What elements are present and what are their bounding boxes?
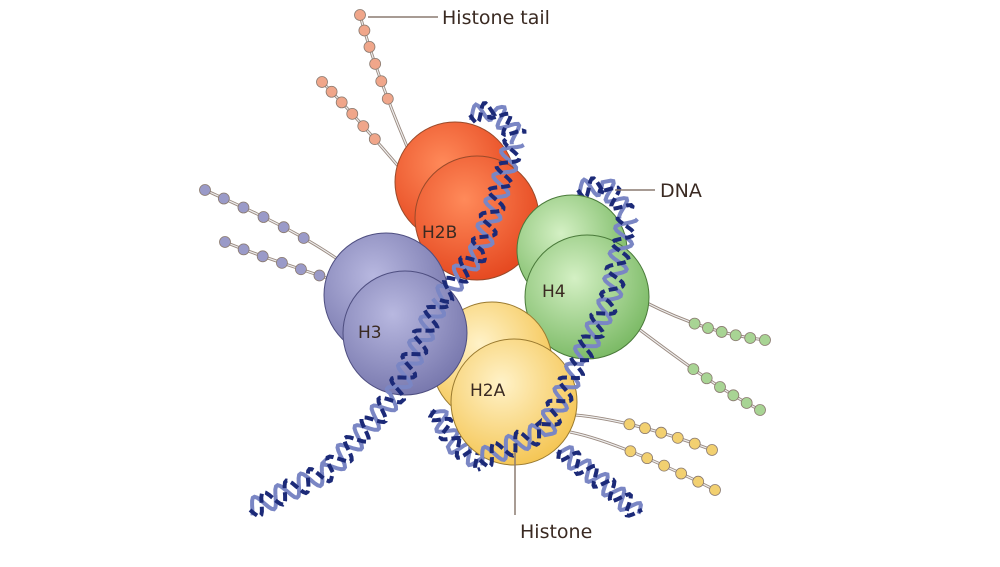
amino-acid-bead xyxy=(313,269,326,282)
amino-acid-bead xyxy=(639,422,651,435)
amino-acid-bead xyxy=(363,40,376,53)
amino-acid-bead xyxy=(368,133,381,145)
amino-acid-bead xyxy=(219,236,231,248)
histone-tail-strand xyxy=(358,14,417,166)
dna-strand-light xyxy=(555,445,643,515)
amino-acid-bead xyxy=(357,120,370,132)
amino-acid-bead xyxy=(346,107,359,120)
label-histone: Histone xyxy=(520,521,592,543)
dna-strand-dark xyxy=(468,101,527,137)
amino-acid-bead xyxy=(276,256,288,269)
dna-strand-light xyxy=(435,143,525,305)
amino-acid-bead xyxy=(199,184,211,196)
amino-acid-bead xyxy=(325,85,338,98)
amino-acid-bead xyxy=(671,431,684,444)
amino-acid-bead xyxy=(687,363,700,376)
amino-acid-bead xyxy=(692,475,705,488)
histone-h3 xyxy=(323,232,468,396)
amino-acid-bead xyxy=(237,201,250,214)
histone-tail-strand xyxy=(639,328,761,412)
amino-acid-bead xyxy=(688,317,701,330)
amino-acid-bead xyxy=(358,24,371,37)
amino-acid-bead xyxy=(727,389,740,402)
amino-acid-bead xyxy=(641,452,654,465)
dna-strand-light xyxy=(430,409,490,468)
amino-acid-bead xyxy=(655,426,668,439)
amino-acid-bead xyxy=(277,221,290,234)
amino-acid-bead xyxy=(729,329,742,342)
amino-acid-bead xyxy=(381,92,394,105)
amino-acid-bead xyxy=(675,467,688,480)
dna-strand-dark xyxy=(576,176,635,211)
amino-acid-bead xyxy=(297,232,310,244)
label-h3: H3 xyxy=(358,323,382,343)
label-histone-tail: Histone tail xyxy=(442,7,550,29)
amino-acid-bead xyxy=(740,397,753,409)
dna-helix xyxy=(248,137,639,519)
amino-acid-bead xyxy=(744,332,757,344)
amino-acid-bead xyxy=(256,250,269,263)
amino-acid-bead xyxy=(335,96,348,109)
amino-acid-bead xyxy=(623,418,636,431)
histone-h4 xyxy=(516,194,650,360)
amino-acid-bead xyxy=(375,75,388,88)
dna-back xyxy=(427,101,643,518)
amino-acid-bead xyxy=(702,322,714,334)
dna-strand-dark xyxy=(556,449,643,518)
amino-acid-bead xyxy=(658,459,670,472)
dna-strand-dark xyxy=(439,137,522,305)
label-h4: H4 xyxy=(542,282,566,302)
dna-strand-light xyxy=(469,102,522,145)
amino-acid-bead xyxy=(316,76,328,88)
amino-acid-bead xyxy=(369,57,382,70)
dna-strand-dark xyxy=(478,356,586,469)
amino-acid-bead xyxy=(624,445,637,458)
amino-acid-bead xyxy=(217,192,230,205)
amino-acid-bead xyxy=(700,372,713,385)
dna-strand-dark xyxy=(248,304,449,519)
amino-acid-bead xyxy=(715,326,728,338)
amino-acid-bead xyxy=(295,263,307,276)
dna-strand-light xyxy=(577,177,630,220)
amino-acid-bead xyxy=(237,243,250,256)
amino-acid-bead xyxy=(688,437,701,450)
amino-acid-bead xyxy=(759,334,771,346)
label-h2b: H2B xyxy=(422,223,457,243)
dna-strand-light xyxy=(250,297,447,516)
amino-acid-bead xyxy=(709,484,721,496)
label-h2a: H2A xyxy=(470,381,506,401)
dna-strand-dark xyxy=(577,213,637,363)
amino-acid-bead xyxy=(706,444,718,456)
amino-acid-bead xyxy=(354,9,366,21)
label-dna: DNA xyxy=(660,180,702,202)
dna-strand-light xyxy=(480,361,584,466)
amino-acid-bead xyxy=(714,381,726,393)
amino-acid-bead xyxy=(257,211,270,223)
amino-acid-bead xyxy=(754,404,766,416)
dna-strand-light xyxy=(572,217,639,364)
